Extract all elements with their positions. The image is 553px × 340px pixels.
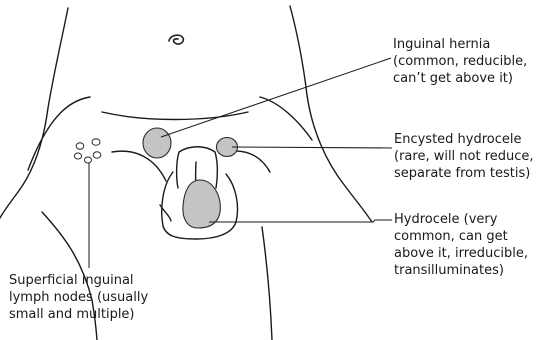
hydrocele-label-line-3: above it, irreducible, <box>394 245 528 262</box>
inguinal-hernia-mass <box>143 128 171 158</box>
lymph-nodes-label-line-2: lymph nodes (usually <box>9 289 148 306</box>
inguinal-hernia-label-line-2: (common, reducible, <box>393 53 527 70</box>
lymph-node-5 <box>85 157 92 163</box>
hydrocele-mass <box>183 180 220 228</box>
right-thigh-outline <box>262 227 272 340</box>
hydrocele-label: Hydrocele (very common, can get above it… <box>394 211 528 279</box>
umbilicus <box>169 35 183 44</box>
hydrocele-label-line-1: Hydrocele (very <box>394 211 528 228</box>
lymph-nodes-label-line-3: small and multiple) <box>9 306 148 323</box>
encysted-hydrocele-label-line-1: Encysted hydrocele <box>394 131 534 148</box>
encysted-hydrocele-label: Encysted hydrocele (rare, will not reduc… <box>394 131 534 182</box>
lymph-nodes-label: Superficial inguinal lymph nodes (usuall… <box>9 272 148 323</box>
lymph-node-1 <box>92 139 100 146</box>
inguinal-hernia-label: Inguinal hernia (common, reducible, can’… <box>393 36 527 87</box>
inguinal-hernia-label-line-1: Inguinal hernia <box>393 36 527 53</box>
left-hip-contour <box>28 97 90 170</box>
encysted-hydrocele-label-line-2: (rare, will not reduce, <box>394 148 534 165</box>
right-inguinal-crease <box>232 151 270 172</box>
hydrocele-label-line-4: transilluminates) <box>394 262 528 279</box>
lymph-nodes-label-line-1: Superficial inguinal <box>9 272 148 289</box>
right-hip-contour <box>260 97 312 140</box>
torso-right-outline <box>290 6 372 222</box>
hydrocele-label-line-2: common, can get <box>394 228 528 245</box>
torso-left-outline <box>0 8 68 218</box>
lymph-node-4 <box>74 153 81 159</box>
inguinal-hernia-label-line-3: can’t get above it) <box>393 70 527 87</box>
encysted-hydrocele-label-line-3: separate from testis) <box>394 165 534 182</box>
lower-abdomen-contour <box>102 112 248 120</box>
lymph-node-2 <box>76 143 84 150</box>
lymph-node-3 <box>93 152 101 158</box>
leader-inguinal-hernia <box>161 58 391 137</box>
leader-encysted-hydrocele <box>232 147 392 148</box>
